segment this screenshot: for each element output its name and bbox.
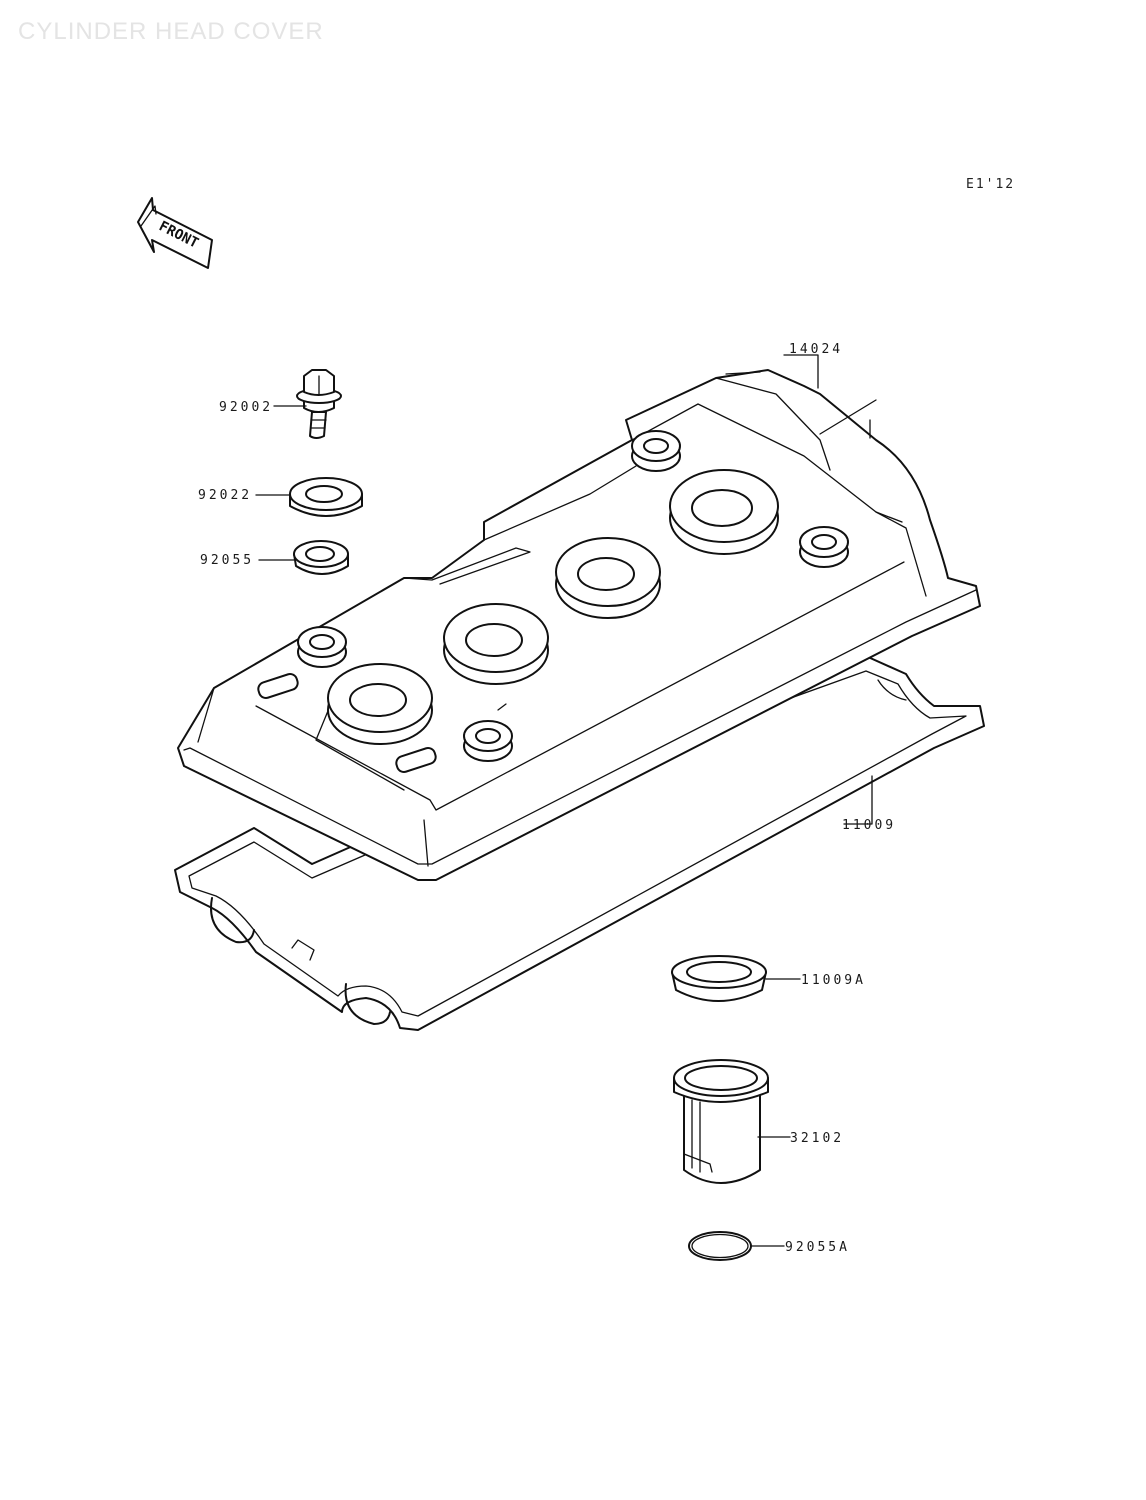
part-number-cover: 14024: [789, 342, 844, 357]
part-number-bolt: 92002: [219, 400, 274, 415]
plug-gasket: [671, 955, 767, 1002]
leader-lines: [255, 354, 873, 1247]
front-arrow-icon: FRONT: [137, 197, 213, 269]
part-number-grommet: 92055: [200, 553, 255, 568]
part-number-plug-gasket: 11009A: [801, 973, 866, 988]
part-number-washer: 92022: [198, 488, 253, 503]
washer: [289, 477, 363, 517]
page-title: CYLINDER HEAD COVER: [18, 18, 324, 45]
part-number-gasket: 11009: [842, 818, 897, 833]
bolt: [296, 369, 342, 439]
breather-cap: [673, 1059, 769, 1184]
part-number-o-ring: 92055A: [785, 1240, 850, 1255]
grommet: [293, 540, 349, 575]
part-number-breather: 32102: [790, 1131, 845, 1146]
diagram-code: E1'12: [966, 177, 1016, 192]
head-cover-gasket: [174, 656, 985, 1031]
cylinder-head-cover: [177, 369, 981, 881]
o-ring: [688, 1231, 752, 1261]
